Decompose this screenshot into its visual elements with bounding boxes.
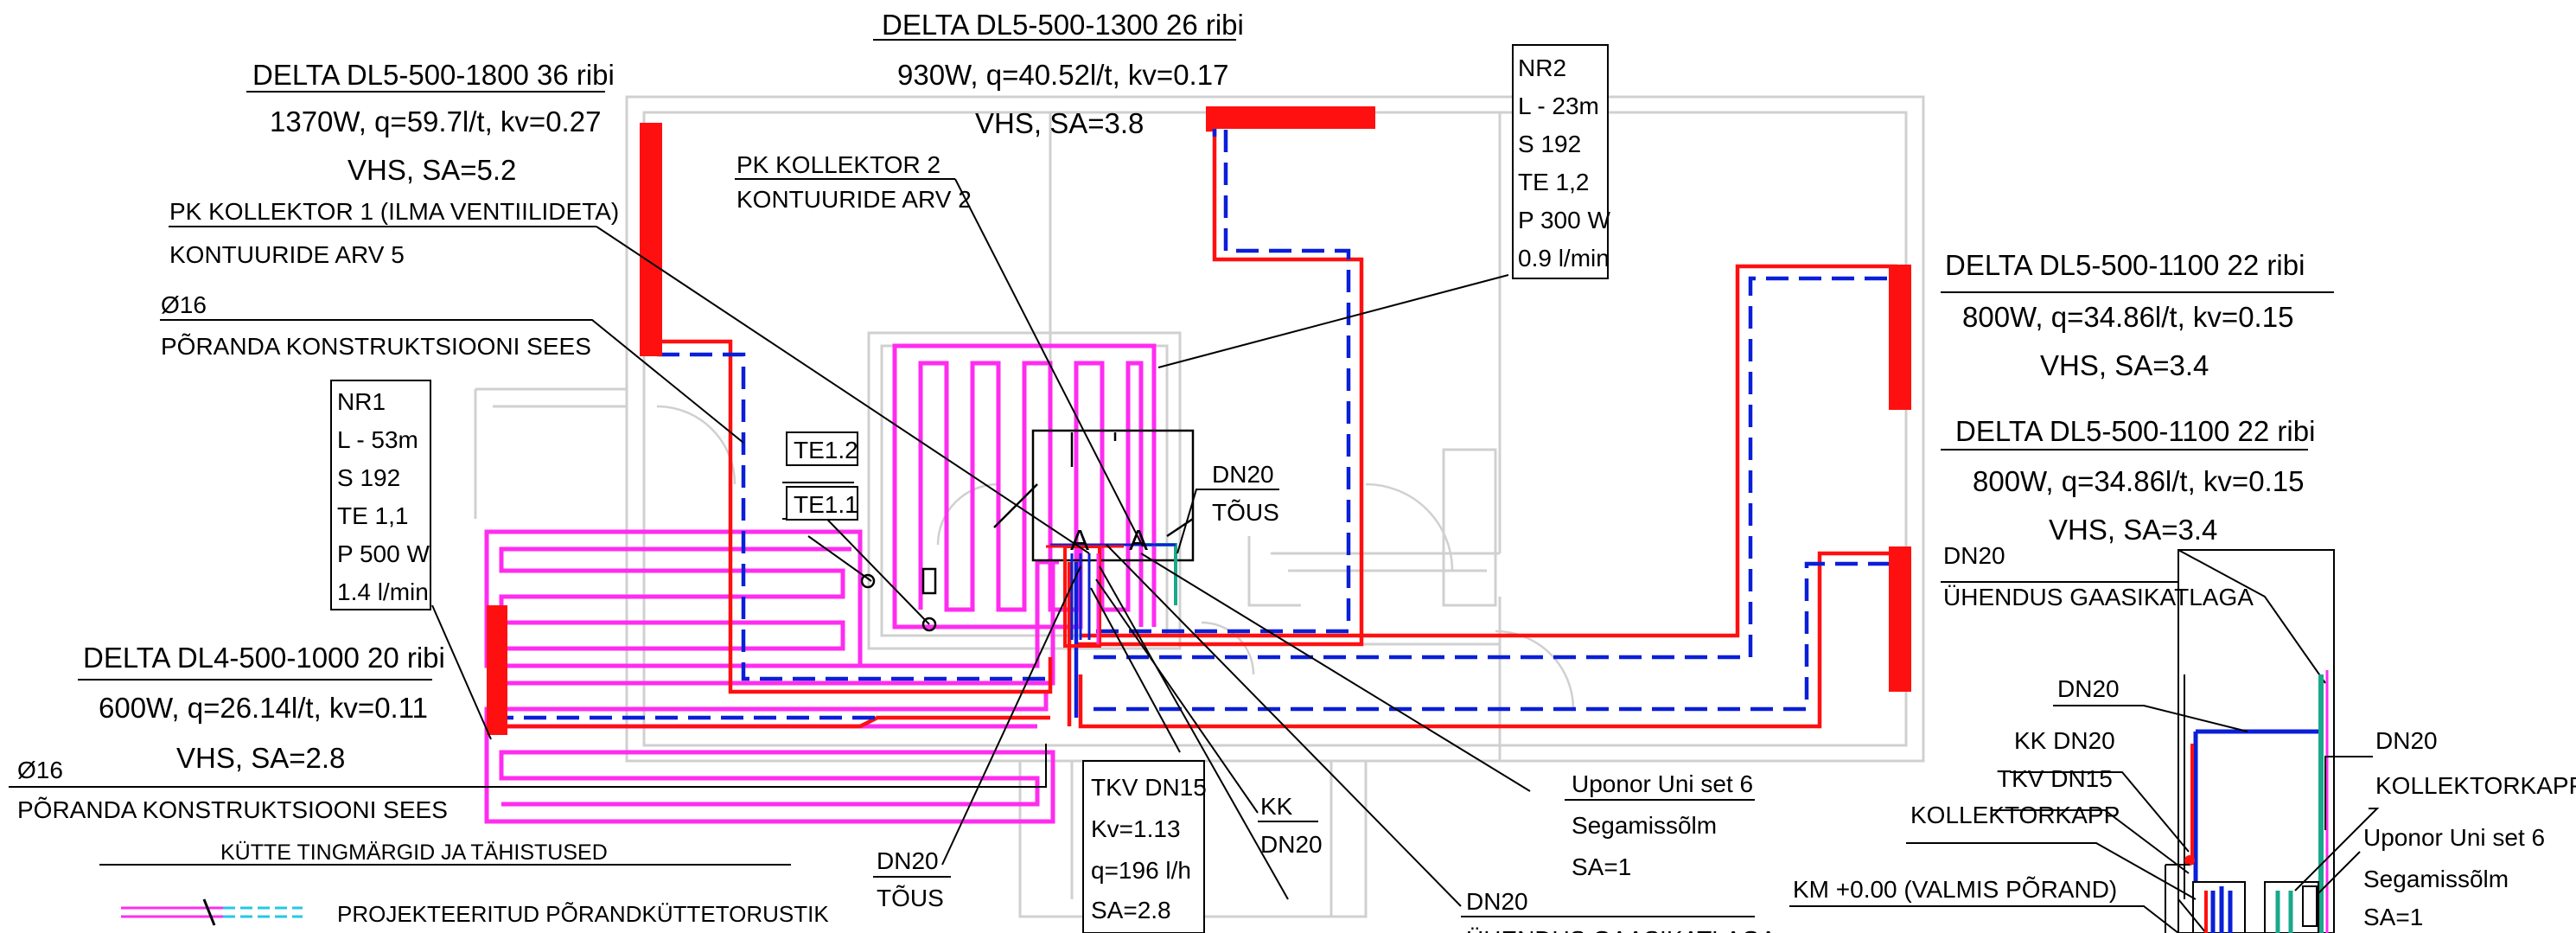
radiator-1100a-vhs: VHS, SA=3.4 <box>2040 349 2209 381</box>
pk1-sub: KONTUURIDE ARV 5 <box>169 241 405 268</box>
riser1-size: DN20 <box>1212 461 1274 488</box>
radiator-1100a-spec: 800W, q=34.86l/t, kv=0.15 <box>1962 301 2293 333</box>
pk1-title: PK KOLLEKTOR 1 (ILMA VENTIILIDETA) <box>169 198 619 225</box>
detail-kollektorkapp-right: KOLLEKTORKAPP <box>2375 772 2576 799</box>
te12-box <box>786 431 858 466</box>
uponor2-line-2: SA=1 <box>2363 904 2423 930</box>
detail-km-level: KM +0.00 (VALMIS PÕRAND) <box>1793 876 2117 903</box>
radiator-1000-spec: 600W, q=26.14l/t, kv=0.11 <box>99 692 428 724</box>
riser1-label: TÕUS <box>1212 499 1279 526</box>
tkv-line-0: TKV DN15 <box>1091 774 1207 801</box>
radiator-1100a-model: DELTA DL5-500-1100 22 ribi <box>1945 249 2305 281</box>
tkv-line-2: q=196 l/h <box>1091 857 1191 884</box>
nr2-line-1: L - 23m <box>1518 93 1599 119</box>
radiator-1800-model: DELTA DL5-500-1800 36 ribi <box>252 59 615 91</box>
uponor2-line-0: Uponor Uni set 6 <box>2363 824 2545 851</box>
pk2-title: PK KOLLEKTOR 2 <box>736 151 940 178</box>
radiator-1800-vhs: VHS, SA=5.2 <box>348 154 516 186</box>
nr2-line-4: P 300 W <box>1518 207 1610 233</box>
detail-dn20-right: DN20 <box>2375 727 2438 754</box>
radiator-1100b-vhs: VHS, SA=3.4 <box>2049 514 2217 546</box>
nr2-line-3: TE 1,2 <box>1518 169 1589 195</box>
nr1-line-3: TE 1,1 <box>337 502 408 529</box>
pipe-d16b-size: Ø16 <box>17 757 63 783</box>
kk-size: DN20 <box>1260 831 1323 858</box>
uponor2-line-1: Segamissõlm <box>2363 866 2509 892</box>
detail-kollektorkapp-left: KOLLEKTORKAPP <box>1910 802 2120 828</box>
pump-symbol-2: A <box>1129 524 1148 556</box>
tkv-line-1: Kv=1.13 <box>1091 815 1181 842</box>
te11-tag: TE1.1 <box>794 491 858 518</box>
detail-dn20-top: DN20 <box>2057 675 2120 702</box>
radiator-1300-model: DELTA DL5-500-1300 26 ribi <box>882 9 1244 41</box>
connection-label: ÜHENDUS GAASIKATLAGA <box>1943 584 2254 610</box>
connection-bottom-size: DN20 <box>1466 888 1528 915</box>
label-underlines <box>9 39 2334 917</box>
nr2-line-2: S 192 <box>1518 131 1581 157</box>
nr2-line-5: 0.9 l/min <box>1518 245 1610 272</box>
door-swings <box>656 405 1575 710</box>
riser2-size: DN20 <box>877 847 939 874</box>
radiator-1100b-model: DELTA DL5-500-1100 22 ribi <box>1955 415 2315 447</box>
floor-heating-loops <box>484 343 1157 824</box>
radiator-1800-spec: 1370W, q=59.7l/t, kv=0.27 <box>270 105 601 137</box>
riser2-label: TÕUS <box>877 885 944 911</box>
uponor1-line-2: SA=1 <box>1572 853 1631 880</box>
nr2-line-0: NR2 <box>1518 54 1566 81</box>
radiator-1100-a <box>1889 265 1911 410</box>
nr1-line-5: 1.4 l/min <box>337 578 429 605</box>
return-pipes <box>491 121 1897 720</box>
legend-floor-pipe-symbol <box>121 898 303 926</box>
legend-title: KÜTTE TINGMÄRGID JA TÄHISTUSED <box>220 840 608 865</box>
collector-area <box>993 429 1195 562</box>
radiator-1000-vhs: VHS, SA=2.8 <box>176 742 345 774</box>
detail-tkv-dn15: TKV DN15 <box>1997 765 2113 792</box>
radiator-1300-spec: 930W, q=40.52l/t, kv=0.17 <box>897 59 1228 91</box>
uponor1-line-1: Segamissõlm <box>1572 812 1717 839</box>
detail-kk-dn20: KK DN20 <box>2014 727 2115 754</box>
supply-pipes <box>491 127 1897 729</box>
tkv-line-3: SA=2.8 <box>1091 897 1171 923</box>
te11-box <box>786 486 858 521</box>
leader-lines <box>69 178 2335 933</box>
pipe-d16a-desc: PÕRANDA KONSTRUKTSIOONI SEES <box>161 333 591 360</box>
radiator-1300 <box>1206 106 1375 129</box>
detail-leaders <box>1789 705 2380 933</box>
nr1-line-1: L - 53m <box>337 426 418 453</box>
nr1-line-0: NR1 <box>337 388 386 415</box>
nr2-box <box>1512 44 1609 279</box>
radiator-1000-model: DELTA DL4-500-1000 20 ribi <box>83 642 445 674</box>
uponor1-line-0: Uponor Uni set 6 <box>1572 770 1753 797</box>
legend-item-0: PROJEKTEERITUD PÕRANDKÜTTETORUSTIK <box>337 901 829 927</box>
radiators <box>487 106 1911 735</box>
pump-symbol-1: A <box>1070 524 1089 556</box>
connection-size: DN20 <box>1943 542 2005 569</box>
nr1-line-2: S 192 <box>337 464 400 491</box>
connection-bottom-label: ÜHENDUS GAASIKATLAGA <box>1466 926 1776 933</box>
radiator-1800 <box>640 123 662 356</box>
radiator-1100b-spec: 800W, q=34.86l/t, kv=0.15 <box>1973 465 2304 497</box>
radiator-1300-vhs: VHS, SA=3.8 <box>975 107 1144 139</box>
nr1-line-4: P 500 W <box>337 540 430 567</box>
pipe-d16a-size: Ø16 <box>161 291 207 318</box>
pk2-sub: KONTUURIDE ARV 2 <box>736 186 972 213</box>
pipe-d16b-desc: PÕRANDA KONSTRUKTSIOONI SEES <box>17 796 448 823</box>
nr1-box <box>330 380 431 610</box>
tkv-box <box>1082 760 1205 933</box>
radiator-1000 <box>487 605 507 735</box>
kk-label: KK <box>1260 793 1293 820</box>
radiator-1100-b <box>1889 546 1911 692</box>
te12-tag: TE1.2 <box>794 437 858 463</box>
